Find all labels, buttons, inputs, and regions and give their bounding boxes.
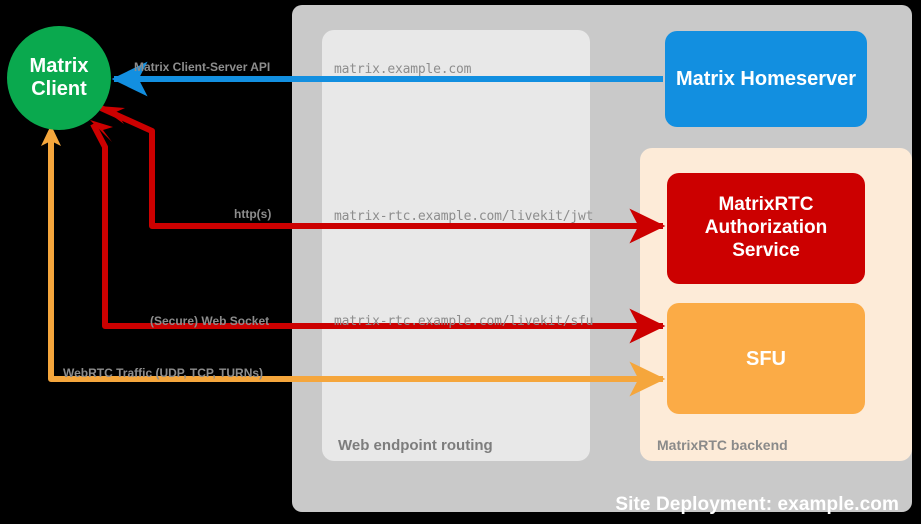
- label-secure-web-socket: (Secure) Web Socket: [150, 314, 270, 328]
- label-matrix-client-server-api: Matrix Client-Server API: [134, 60, 271, 74]
- node-matrix-client-line2: Client: [31, 78, 87, 100]
- endpoint-livekit-jwt: matrix-rtc.example.com/livekit/jwt: [334, 209, 594, 224]
- node-auth-line3: Service: [732, 239, 800, 261]
- wire-livekit-websocket: [90, 122, 666, 344]
- node-auth-line2: Authorization: [704, 217, 828, 239]
- label-webrtc-traffic: WebRTC Traffic (UDP, TCP, TURNs): [63, 366, 264, 380]
- label-http-s: http(s): [234, 207, 272, 221]
- node-auth-line1: MatrixRTC: [718, 194, 814, 216]
- wire-livekit-jwt-client-arrowhead: [99, 106, 125, 124]
- endpoint-matrix-example-com: matrix.example.com: [334, 62, 472, 77]
- node-matrix-client[interactable]: Matrix Client: [7, 26, 111, 130]
- node-sfu-label: SFU: [746, 347, 786, 370]
- node-sfu[interactable]: SFU: [667, 303, 865, 414]
- label-web-endpoint-routing: Web endpoint routing: [338, 437, 493, 454]
- node-matrixrtc-authorization-service[interactable]: MatrixRTC Authorization Service: [667, 173, 865, 284]
- wire-webrtc-media-client-arrowhead: [41, 125, 61, 146]
- node-matrix-homeserver-label: Matrix Homeserver: [675, 68, 857, 90]
- node-matrix-client-line1: Matrix: [29, 55, 89, 77]
- wire-livekit-jwt: [99, 105, 666, 244]
- node-matrix-homeserver[interactable]: Matrix Homeserver: [665, 31, 867, 127]
- wire-livekit-websocket-client-arrowhead: [90, 120, 113, 142]
- label-matrixrtc-backend: MatrixRTC backend: [657, 437, 788, 453]
- wire-webrtc-media: [48, 131, 666, 397]
- endpoint-livekit-sfu: matrix-rtc.example.com/livekit/sfu: [334, 314, 594, 329]
- web-endpoint-routing-container: [322, 30, 590, 461]
- label-site-deployment: Site Deployment: example.com: [615, 494, 899, 515]
